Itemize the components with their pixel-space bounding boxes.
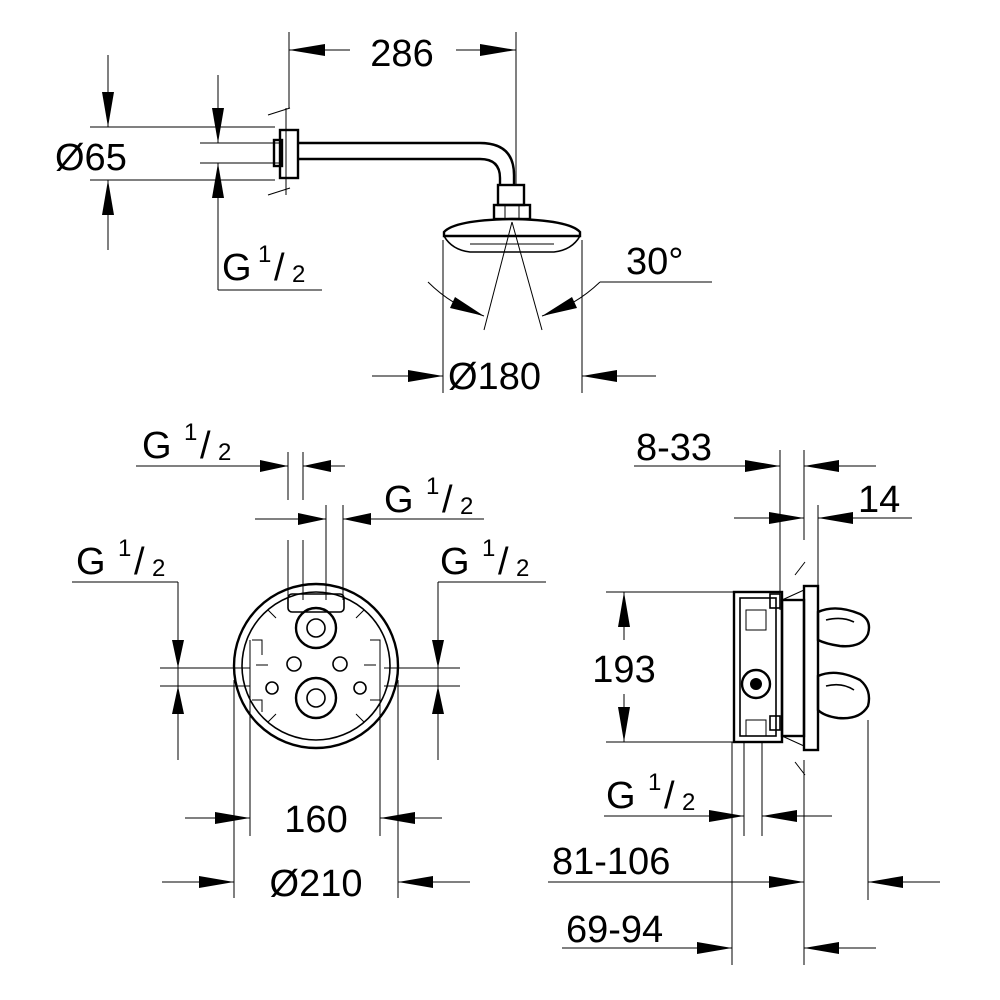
dim-width-160: 160	[284, 799, 347, 841]
g-top-mid-g: G	[384, 479, 414, 521]
dim-diameter-210: Ø210	[270, 863, 363, 905]
thread-frac-num: 1	[258, 241, 271, 268]
g-bottom-slash: /	[664, 775, 675, 817]
g-right-den: 2	[516, 555, 529, 582]
valve-front-view: G 1 / 2 G 1 / 2 G 1 / 2 G	[72, 419, 546, 905]
dim-depth-14: 14	[858, 479, 900, 521]
dim-flange-diameter: Ø65	[55, 137, 127, 179]
shower-head-assembly: 286 Ø65 G 1 / 2	[55, 32, 712, 398]
dim-range-8-33: 8-33	[636, 427, 712, 469]
g-top-mid-slash: /	[442, 479, 453, 521]
dim-head-diameter: Ø180	[448, 356, 541, 398]
thread-frac-den: 2	[292, 261, 305, 288]
dim-height-193: 193	[592, 649, 655, 691]
valve-side-view: 8-33 14 193	[548, 427, 940, 965]
g-right-g: G	[440, 541, 470, 583]
g-bottom-num: 1	[648, 769, 661, 796]
g-top-mid-den: 2	[460, 493, 473, 520]
g-left-slash: /	[134, 541, 145, 583]
dim-spray-angle: 30°	[626, 241, 683, 283]
g-top-left-g: G	[142, 425, 172, 467]
thread-label-g: G	[222, 247, 252, 289]
g-left-num: 1	[118, 535, 131, 562]
g-left-den: 2	[152, 555, 165, 582]
g-top-left-den: 2	[218, 439, 231, 466]
g-top-left-slash: /	[200, 425, 211, 467]
g-right-slash: /	[498, 541, 509, 583]
g-bottom-g: G	[606, 775, 636, 817]
g-left-g: G	[76, 541, 106, 583]
g-top-mid-num: 1	[426, 473, 439, 500]
g-right-num: 1	[482, 535, 495, 562]
g-bottom-den: 2	[682, 789, 695, 816]
dim-range-69-94: 69-94	[566, 909, 663, 951]
dim-arm-length: 286	[370, 33, 433, 75]
dim-range-81-106: 81-106	[552, 841, 670, 883]
thread-frac-slash: /	[274, 247, 285, 289]
g-top-left-num: 1	[184, 419, 197, 446]
